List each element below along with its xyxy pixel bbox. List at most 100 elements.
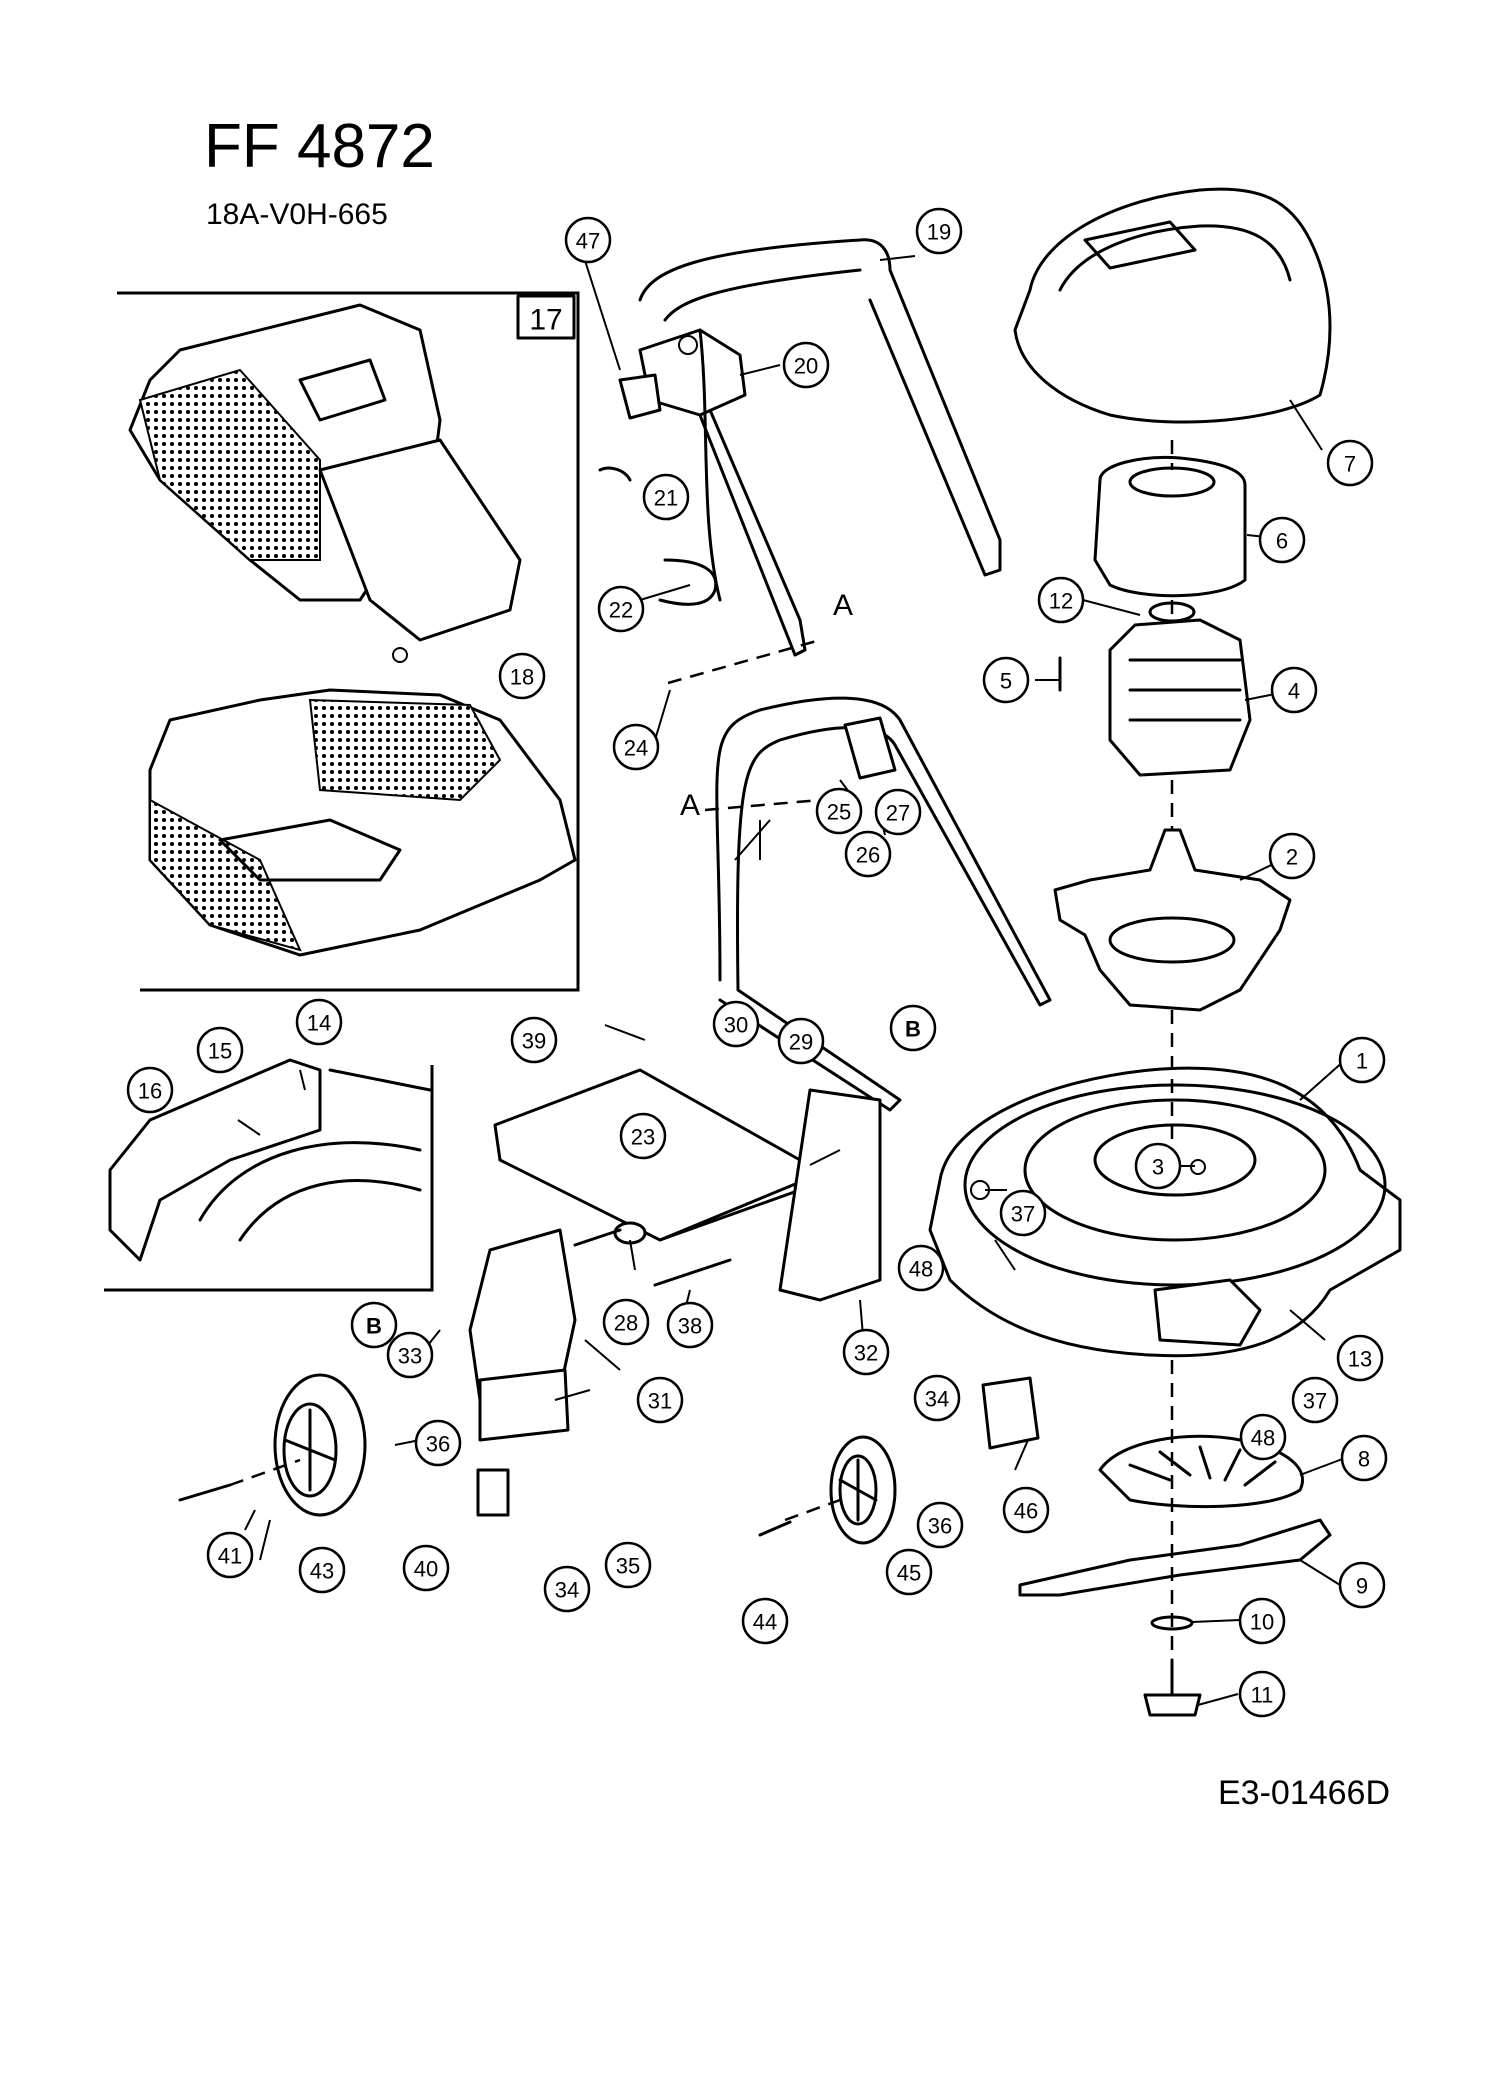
callout-circle — [498, 652, 546, 700]
adjuster-clip — [476, 1468, 510, 1517]
wheel-rear-left-spokes — [283, 1408, 337, 1492]
motor-housing — [1093, 455, 1247, 598]
callout-circle — [815, 787, 863, 835]
callout-number: 41 — [218, 1544, 242, 1569]
callout-number: 1 — [1356, 1049, 1368, 1074]
callout-46: 46 — [1002, 1486, 1050, 1534]
callout-11: 11 — [1238, 1670, 1286, 1718]
motor-windings — [1128, 658, 1242, 722]
callout-38: 38 — [666, 1301, 714, 1349]
callout-number: 15 — [208, 1039, 232, 1064]
callout-34: 34 — [543, 1565, 591, 1613]
deck-guard — [1153, 1278, 1262, 1347]
callout-12: 12 — [1037, 576, 1085, 624]
callout-43: 43 — [298, 1546, 346, 1594]
callout-number: 36 — [426, 1432, 450, 1457]
inset-label-box — [516, 294, 576, 340]
callout-number: 27 — [886, 801, 910, 826]
callout-number: 29 — [789, 1030, 813, 1055]
callout-circle — [999, 1189, 1047, 1237]
catcher-handle — [298, 358, 387, 422]
callout-number: 48 — [909, 1257, 933, 1282]
callout-number: 22 — [609, 598, 633, 623]
callout-circle — [642, 473, 690, 521]
callout-circle — [1037, 576, 1085, 624]
callout-number: 9 — [1356, 1574, 1368, 1599]
callout-number: 20 — [794, 354, 818, 379]
callout-circle — [1258, 516, 1306, 564]
motor-mount-ring — [1108, 916, 1236, 964]
callout-number: 12 — [1049, 589, 1073, 614]
callout-circle — [897, 1244, 945, 1292]
wheel-rear-left-hub — [282, 1402, 338, 1498]
callout-29: 29 — [777, 1017, 825, 1065]
callout-10: 10 — [1238, 1597, 1286, 1645]
callout-number: 31 — [648, 1389, 672, 1414]
inset-frame — [117, 291, 580, 992]
callout-number: B — [366, 1314, 382, 1339]
assembly-line — [784, 1498, 841, 1522]
callout-circle — [1340, 1434, 1388, 1482]
callout-number: 38 — [678, 1314, 702, 1339]
callout-circle — [916, 1501, 964, 1549]
callout-circle — [1134, 1142, 1182, 1190]
callout-48: 48 — [1239, 1413, 1287, 1461]
callout-circle — [712, 1000, 760, 1048]
leader-lines — [237, 244, 1346, 1706]
callout-37: 37 — [1291, 1376, 1339, 1424]
blade — [1018, 1518, 1332, 1597]
callout-circle — [612, 723, 660, 771]
callout-1: 1 — [1338, 1036, 1386, 1084]
callout-9: 9 — [1338, 1561, 1386, 1609]
callout-circle — [619, 1112, 667, 1160]
rear-flap-inset — [104, 1058, 434, 1292]
deck-arc-1 — [198, 1141, 422, 1222]
callout-8: 8 — [1340, 1434, 1388, 1482]
callout-b: B — [350, 1301, 398, 1349]
callout-number: 37 — [1011, 1202, 1035, 1227]
callout-4: 4 — [1270, 666, 1318, 714]
callout-number: 28 — [614, 1311, 638, 1336]
deck-edge — [328, 1068, 432, 1092]
callout-circle — [414, 1419, 462, 1467]
grass-catcher-inset: 17 — [117, 291, 580, 992]
callout-27: 27 — [874, 788, 922, 836]
callout-number: 47 — [576, 229, 600, 254]
callout-number: 34 — [555, 1578, 579, 1603]
callout-circle — [196, 1026, 244, 1074]
catcher-chute — [318, 438, 522, 642]
callout-number: B — [905, 1017, 921, 1042]
callout-circle — [1326, 439, 1374, 487]
callout-number: 30 — [724, 1013, 748, 1038]
callout-circle — [1270, 666, 1318, 714]
assembly-line — [667, 638, 821, 685]
callout-41: 41 — [206, 1531, 254, 1579]
assembly-lines — [229, 440, 1174, 1700]
callout-number: 18 — [510, 665, 534, 690]
callout-number: 7 — [1344, 452, 1356, 477]
cable-clip — [658, 558, 718, 606]
callout-number: 46 — [1014, 1499, 1038, 1524]
motor-mount — [1053, 828, 1292, 1012]
callout-circle — [298, 1546, 346, 1594]
callout-circle — [1238, 1597, 1286, 1645]
callout-circle — [543, 1565, 591, 1613]
callout-number: 34 — [925, 1387, 949, 1412]
upper-handle-left-leg — [678, 338, 807, 657]
callout-circle — [604, 1541, 652, 1589]
callout-number: 39 — [522, 1029, 546, 1054]
assembly-line — [229, 1458, 301, 1487]
motor-cover-ridge — [1058, 224, 1292, 292]
callout-30: 30 — [712, 1000, 760, 1048]
callout-36: 36 — [414, 1419, 462, 1467]
callout-circle — [777, 1017, 825, 1065]
catcher-screw — [392, 647, 408, 663]
callout-47: 47 — [564, 216, 612, 264]
leader — [237, 244, 1346, 1706]
callout-7: 7 — [1326, 439, 1374, 487]
callout-number: 32 — [854, 1341, 878, 1366]
callout-circle — [295, 998, 343, 1046]
cable-retainer — [598, 466, 632, 482]
